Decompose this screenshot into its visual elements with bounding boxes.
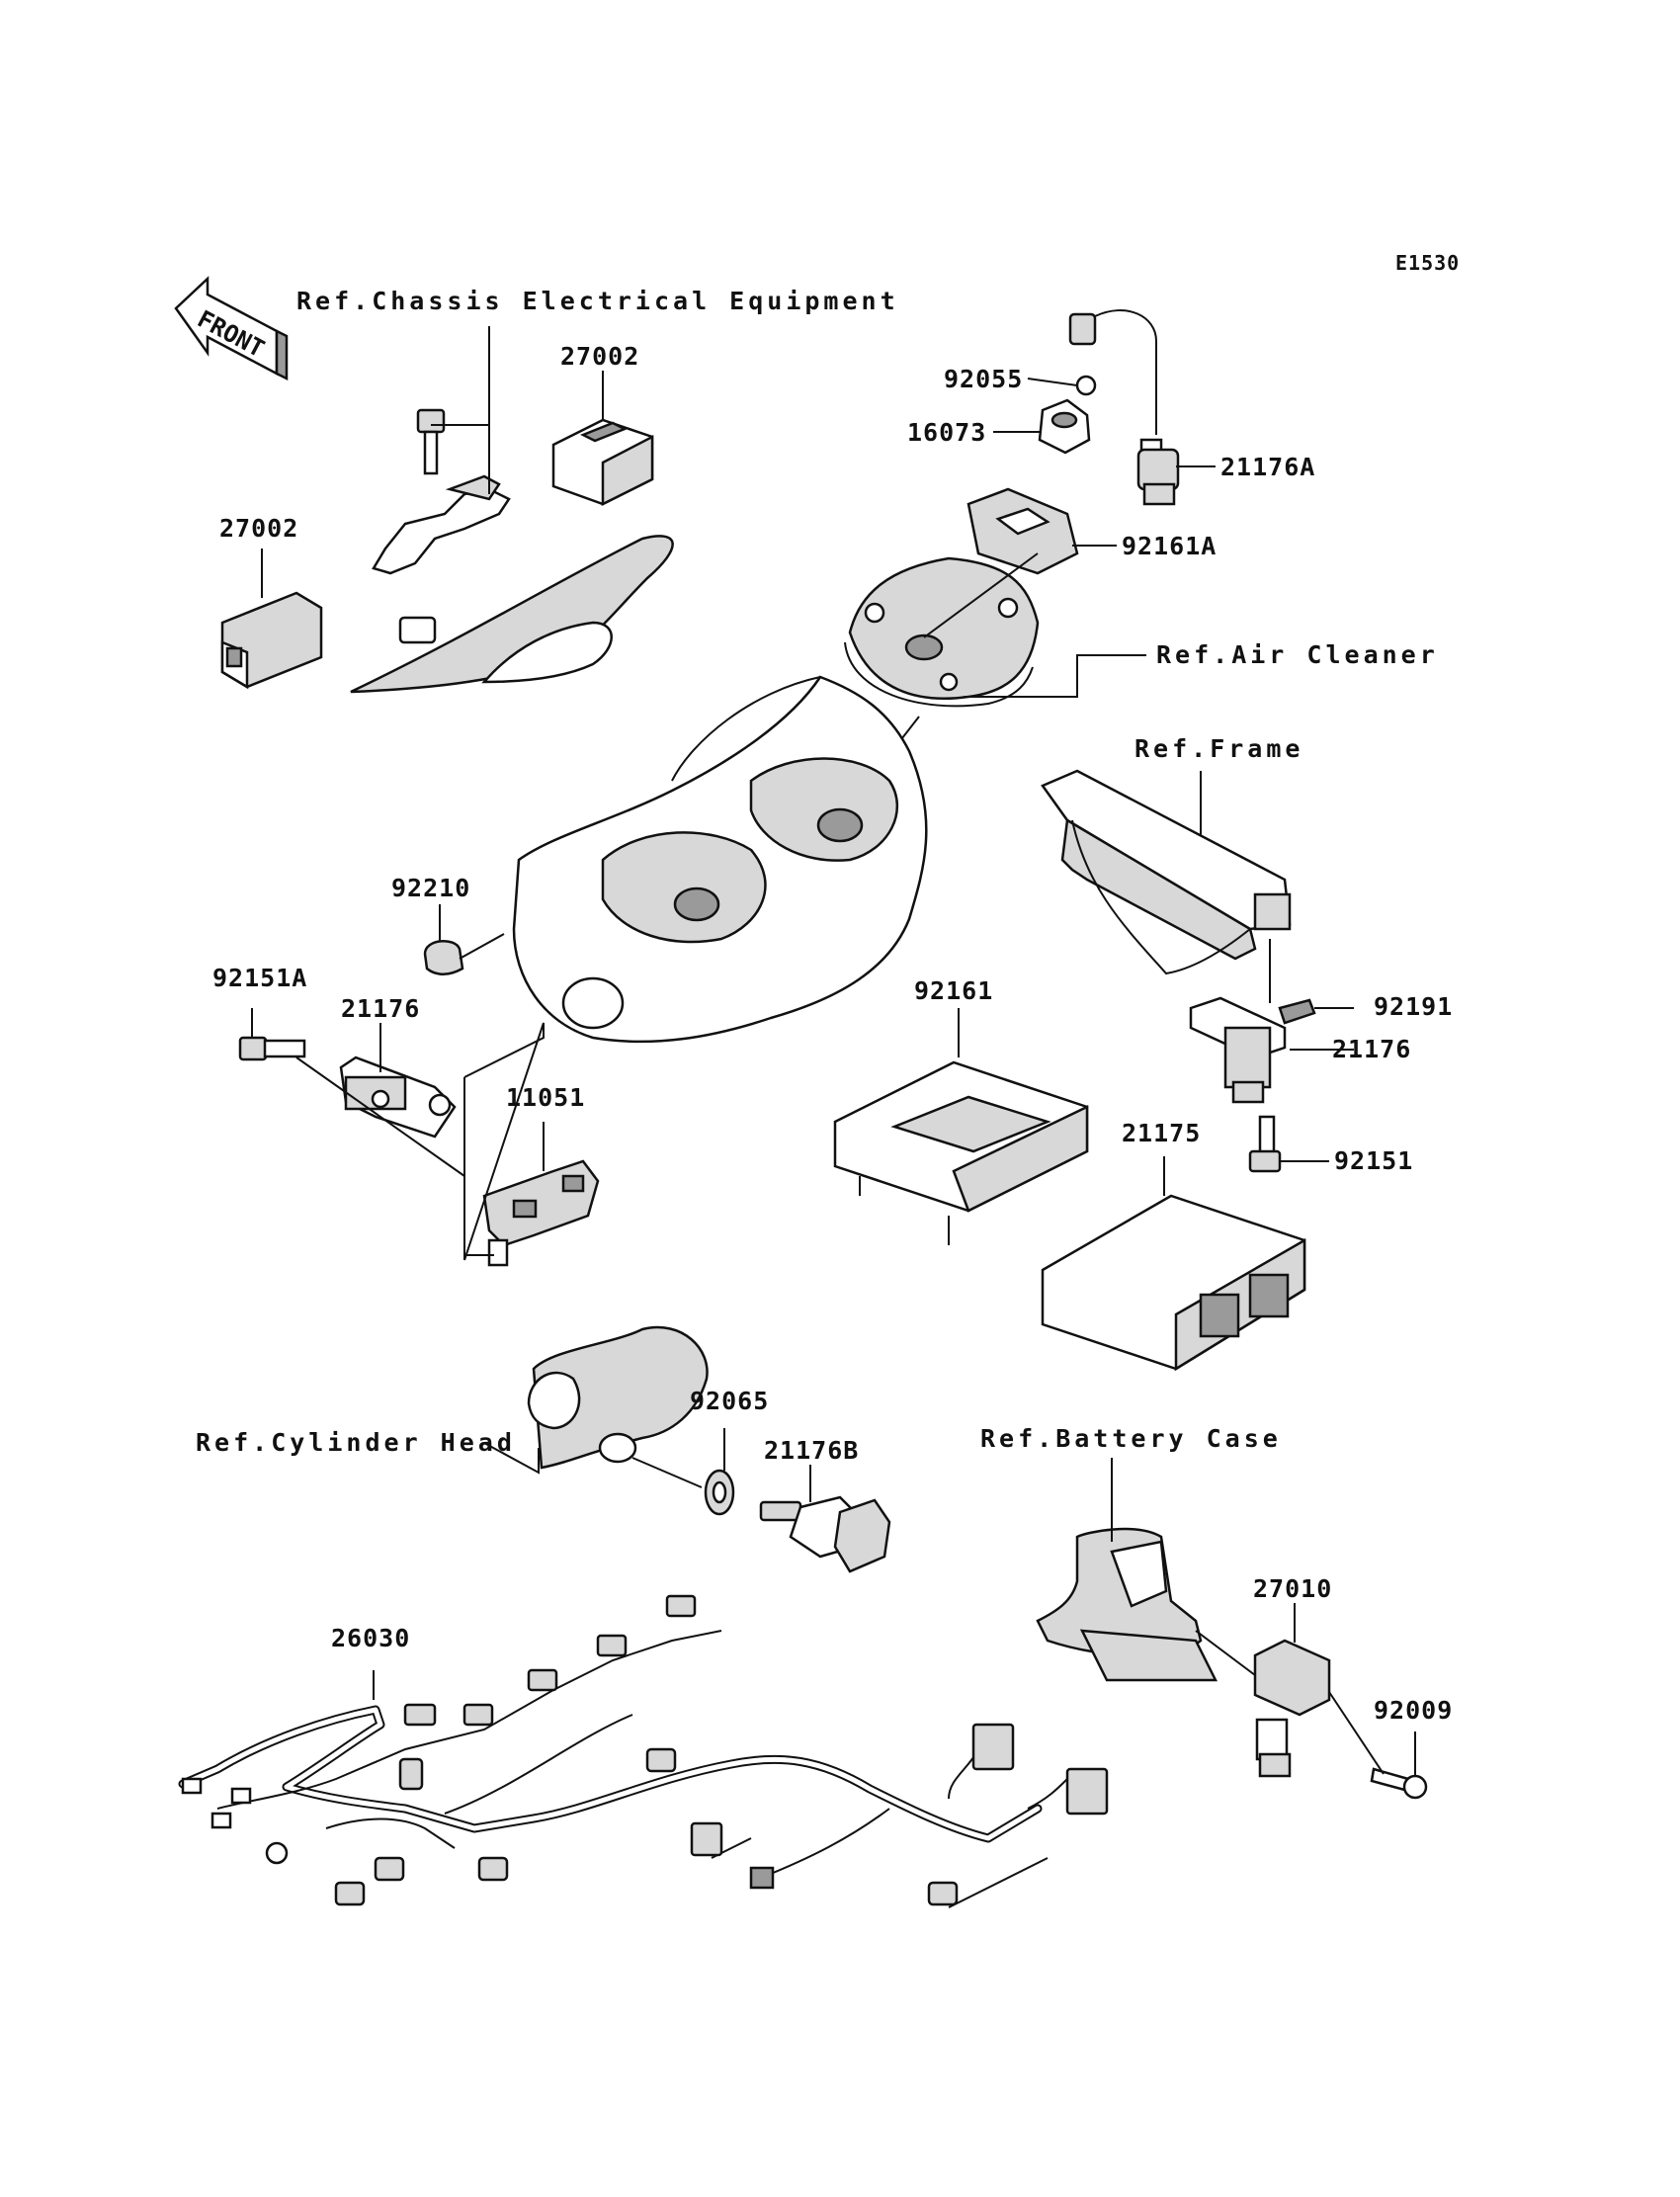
screw-92009 [1370,1767,1428,1800]
washer-92065 [704,1469,735,1516]
frame-part [1041,769,1292,975]
part-label-27010: 27010 [1253,1574,1333,1603]
relay-27002-left [220,591,323,690]
cap-92210 [423,940,464,975]
sensor-21176-right [1189,996,1316,1173]
part-label-27002-left: 27002 [219,514,299,543]
cylinder-head-part [527,1325,709,1470]
part-label-92009: 92009 [1374,1696,1454,1725]
sensor-21176A [1038,309,1180,506]
air-cleaner-cover [844,556,1040,708]
part-label-92065: 92065 [690,1387,770,1415]
ref-cylinder-head: Ref.Cylinder Head [196,1428,516,1457]
part-label-21176-left: 21176 [341,994,421,1023]
part-label-21176B: 21176B [764,1436,860,1465]
part-label-11051: 11051 [506,1083,586,1112]
ref-chassis-electrical-equipment: Ref.Chassis Electrical Equipment [296,287,899,315]
part-label-16073: 16073 [907,418,987,447]
part-label-92055: 92055 [944,365,1024,393]
bracket-92161A [966,487,1079,575]
part-label-21176-right: 21176 [1332,1035,1412,1063]
part-label-92151: 92151 [1334,1146,1414,1175]
sensor-21176-left [238,1036,457,1139]
ref-battery-case: Ref.Battery Case [980,1424,1282,1453]
wiring-harness-26030 [178,1594,1109,1908]
part-label-92151A: 92151A [212,964,308,992]
battery-case-part [1036,1527,1218,1682]
bracket-11051 [482,1159,600,1267]
connector-icon [181,1594,1109,1906]
relay-27002-top [551,418,654,507]
bracket-part [372,408,511,575]
part-label-92210: 92210 [391,874,471,902]
part-label-27002-top: 27002 [560,342,640,371]
front-arrow-icon: FRONT [174,276,289,381]
ecu-21175 [1041,1194,1306,1372]
diagram-code: E1530 [1395,251,1461,275]
ref-air-cleaner: Ref.Air Cleaner [1156,640,1439,669]
part-label-92161A: 92161A [1122,532,1218,560]
sensor-21176B [759,1495,891,1573]
airbox-part [512,675,928,1044]
part-label-26030: 26030 [331,1624,411,1652]
part-label-92191: 92191 [1374,992,1454,1021]
relay-27010 [1253,1639,1331,1778]
cover-92161 [833,1060,1089,1245]
chassis-shell-part [350,535,674,694]
part-label-21176A: 21176A [1220,453,1316,481]
part-label-21175: 21175 [1122,1119,1202,1147]
part-label-92161: 92161 [914,976,994,1005]
ref-frame: Ref.Frame [1134,734,1304,763]
